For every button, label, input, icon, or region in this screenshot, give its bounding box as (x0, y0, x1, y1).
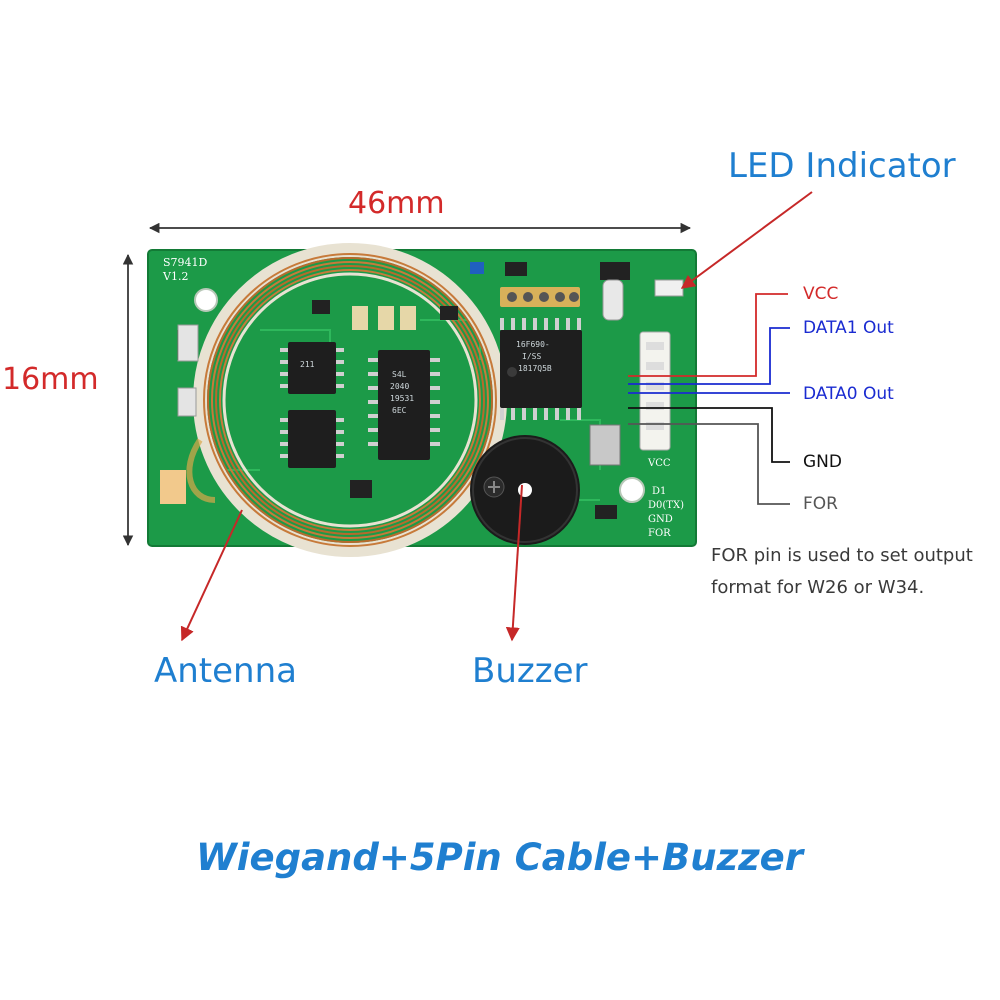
pin-label-data1: DATA1 Out (803, 318, 894, 338)
for-pin-note-line1: FOR pin is used to set output (711, 545, 973, 566)
led-callout-arrow (680, 191, 813, 289)
for-wire (628, 423, 790, 505)
board-version-silk: V1.2 (163, 270, 189, 283)
pin-label-data0: DATA0 Out (803, 384, 894, 404)
pin-silk-vcc: VCC (648, 458, 671, 469)
ic-chip-middle (368, 350, 440, 460)
mcu-text-line1: 16F690- (516, 340, 550, 349)
pin-silk-for: FOR (648, 528, 671, 539)
pin-label-gnd: GND (803, 452, 842, 472)
pin-silk-d0: D0(TX) (648, 500, 684, 511)
mounting-hole (194, 288, 218, 312)
chip-mid-text-4: 6EC (392, 406, 407, 415)
gnd-wire (628, 407, 790, 463)
vcc-wire (628, 293, 788, 377)
antenna-label: Antenna (154, 651, 297, 691)
led-indicator-label: LED Indicator (728, 146, 956, 186)
pin-label-for: FOR (803, 494, 838, 514)
ic-chip-left-bottom (280, 410, 344, 468)
product-title: Wiegand+5Pin Cable+Buzzer (196, 836, 803, 879)
board-model-silk: S7941D (163, 256, 208, 269)
pin-silk-gnd: GND (648, 514, 673, 525)
for-pin-note: FOR pin is used to set output format for… (711, 540, 973, 604)
buzzer-label: Buzzer (472, 651, 588, 691)
mounting-hole (619, 477, 645, 503)
pin-silk-d1: D1 (652, 486, 667, 497)
five-pin-connector (639, 331, 671, 451)
height-label: 16mm (2, 362, 99, 397)
chip-mid-text-2: 2040 (390, 382, 410, 391)
ic-chip-left-top (280, 342, 344, 394)
chip-mid-text-1: S4L (392, 370, 407, 379)
smd-components (160, 262, 630, 519)
data1-wire (628, 327, 790, 385)
led-component (654, 279, 684, 297)
mcu-chip (500, 318, 582, 420)
for-pin-note-line2: format for W26 or W34. (711, 577, 925, 598)
buzzer-component (470, 435, 580, 545)
chip-left-text: 211 (300, 360, 315, 369)
buzzer-callout-arrow (505, 484, 523, 642)
mcu-text-line2: I/SS (522, 352, 542, 361)
pin-label-vcc: VCC (803, 284, 839, 304)
antenna-coil (186, 243, 507, 557)
chip-mid-text-3: 19531 (390, 394, 415, 403)
mcu-text-line3: 1817Q5B (518, 364, 552, 373)
programming-header (500, 287, 580, 307)
antenna-callout-arrow (180, 509, 243, 642)
width-label: 46mm (348, 186, 445, 221)
